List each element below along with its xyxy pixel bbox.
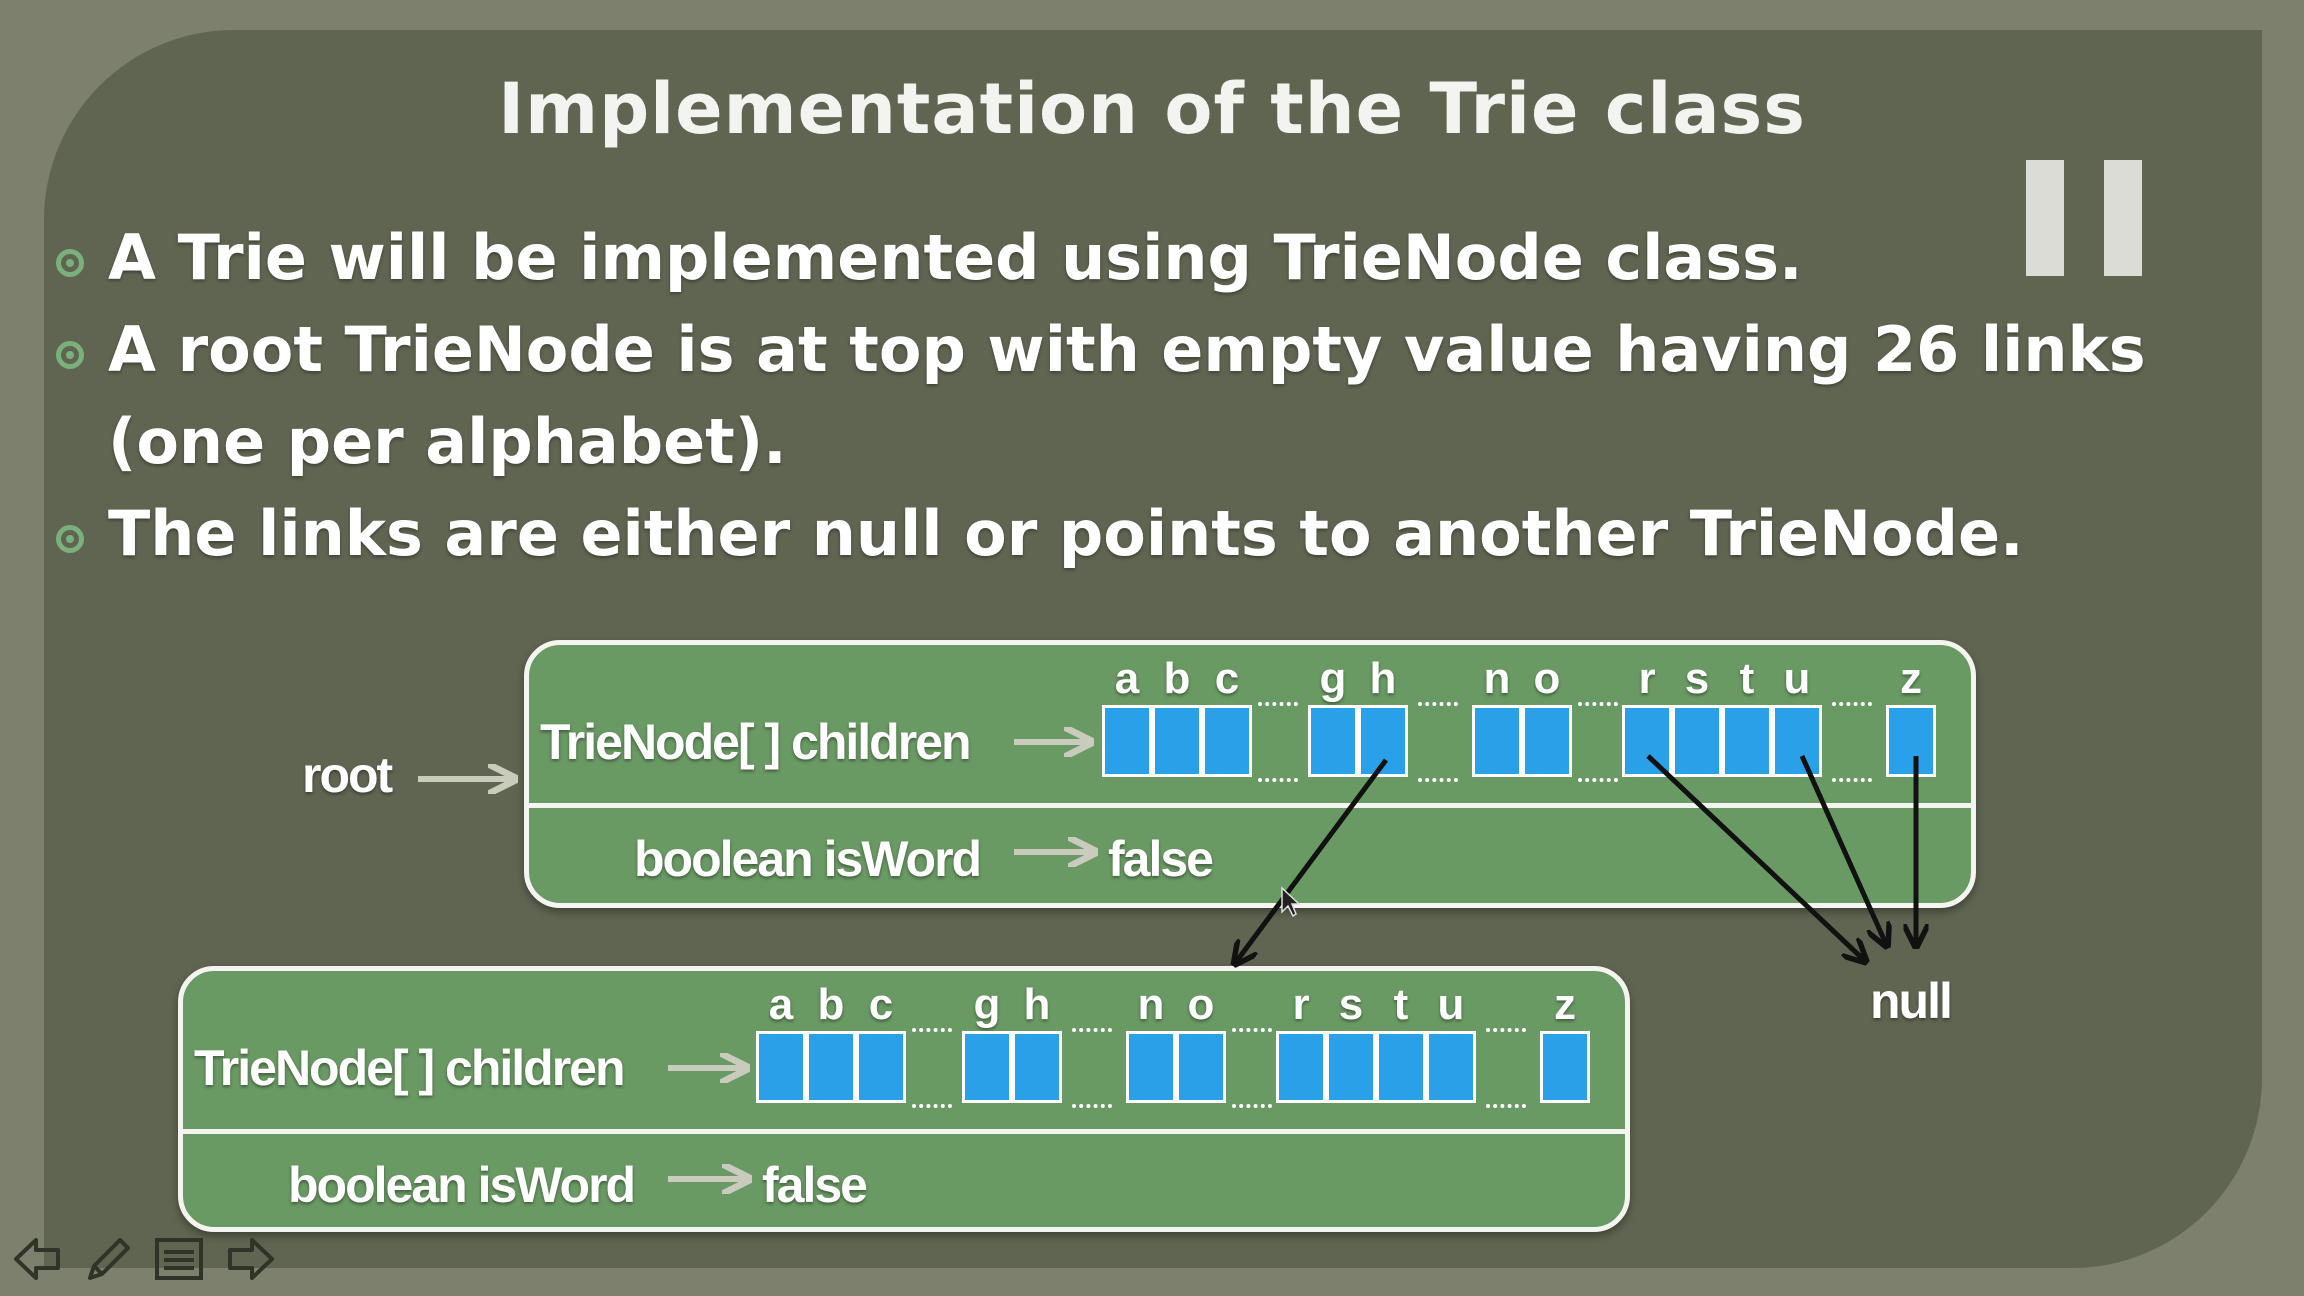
bullet-1: A Trie will be implemented using TrieNod… <box>108 221 1803 294</box>
child-children-label: TrieNode[ ] children <box>194 1040 626 1096</box>
link-cell-r <box>1276 1031 1326 1103</box>
bullet-marker <box>56 341 84 369</box>
letter-label-o: o <box>1187 980 1215 1029</box>
letter-label-u: u <box>1437 980 1465 1029</box>
link-cell-s <box>1672 705 1722 777</box>
link-arrows <box>1236 754 1916 962</box>
ellipsis-gap <box>1072 1028 1112 1108</box>
root-isword-label: boolean isWord <box>634 831 982 887</box>
root-isword-value: false <box>1108 831 1214 887</box>
letter-label-n: n <box>1137 980 1165 1029</box>
prev-arrow-icon[interactable] <box>10 1232 64 1286</box>
pause-icon-left-bar[interactable] <box>2026 160 2064 276</box>
ellipsis-gap <box>1258 702 1298 782</box>
link-cell-n <box>1126 1031 1176 1103</box>
letter-label-s: s <box>1684 654 1710 703</box>
ellipsis-gap <box>1232 1028 1272 1108</box>
link-h-to-child-arrow <box>1236 758 1389 962</box>
ellipsis-gap <box>1832 702 1872 782</box>
pen-icon[interactable] <box>80 1232 134 1286</box>
node-divider <box>183 1129 1625 1134</box>
letter-label-s: s <box>1338 980 1364 1029</box>
mouse-cursor-icon <box>1281 886 1301 918</box>
link-cell-c <box>1202 705 1252 777</box>
letter-label-n: n <box>1483 654 1511 703</box>
link-cell-b <box>1152 705 1202 777</box>
letter-label-r: r <box>1638 654 1656 703</box>
letter-label-t: t <box>1393 980 1409 1029</box>
link-cell-t <box>1376 1031 1426 1103</box>
bullet-marker <box>56 249 84 277</box>
link-cell-u <box>1772 705 1822 777</box>
link-cell-t <box>1722 705 1772 777</box>
link-cell-u <box>1426 1031 1476 1103</box>
link-cell-g <box>962 1031 1012 1103</box>
letter-label-h: h <box>1369 654 1397 703</box>
letter-label-b: b <box>817 980 845 1029</box>
link-cell-s <box>1326 1031 1376 1103</box>
bullet-3: The links are either null or points to a… <box>108 497 2024 570</box>
letter-label-z: z <box>1554 980 1576 1029</box>
letter-label-b: b <box>1163 654 1191 703</box>
child-isword-label: boolean isWord <box>288 1157 636 1213</box>
link-cell-c <box>856 1031 906 1103</box>
root-children-label: TrieNode[ ] children <box>540 714 972 770</box>
letter-label-g: g <box>973 980 1001 1029</box>
link-cell-n <box>1472 705 1522 777</box>
letter-label-c: c <box>868 980 894 1029</box>
next-arrow-icon[interactable] <box>224 1232 278 1286</box>
link-cell-z <box>1886 705 1936 777</box>
label-arrows <box>418 742 1092 1179</box>
link-cell-b <box>806 1031 856 1103</box>
letter-label-c: c <box>1214 654 1240 703</box>
pause-icon-right-bar[interactable] <box>2104 160 2142 276</box>
node-divider <box>529 803 1971 808</box>
link-cell-r <box>1622 705 1672 777</box>
link-cell-a <box>1102 705 1152 777</box>
root-label: root <box>302 747 393 803</box>
link-cell-h <box>1012 1031 1062 1103</box>
link-cell-z <box>1540 1031 1590 1103</box>
letter-label-r: r <box>1292 980 1310 1029</box>
link-cell-g <box>1308 705 1358 777</box>
letter-label-a: a <box>1114 654 1140 703</box>
link-cell-o <box>1522 705 1572 777</box>
bullet-marker <box>56 525 84 553</box>
ellipsis-gap <box>912 1028 952 1108</box>
link-r-to-null-arrow <box>1646 754 1864 960</box>
letter-label-a: a <box>768 980 794 1029</box>
child-isword-value: false <box>762 1157 868 1213</box>
letter-label-t: t <box>1739 654 1755 703</box>
ellipsis-gap <box>1578 702 1618 782</box>
link-cell-o <box>1176 1031 1226 1103</box>
link-cell-a <box>756 1031 806 1103</box>
letter-label-o: o <box>1533 654 1561 703</box>
menu-icon[interactable] <box>152 1232 206 1286</box>
bullet-2: A root TrieNode is at top with empty val… <box>108 313 2146 478</box>
null-label: null <box>1870 973 1953 1029</box>
link-u-to-null-arrow <box>1799 754 1886 944</box>
letter-label-g: g <box>1319 654 1347 703</box>
letter-label-z: z <box>1900 654 1922 703</box>
slide-title: Implementation of the Trie class <box>498 68 1806 150</box>
ellipsis-gap <box>1418 702 1458 782</box>
ellipsis-gap <box>1486 1028 1526 1108</box>
letter-label-u: u <box>1783 654 1811 703</box>
letter-label-h: h <box>1023 980 1051 1029</box>
